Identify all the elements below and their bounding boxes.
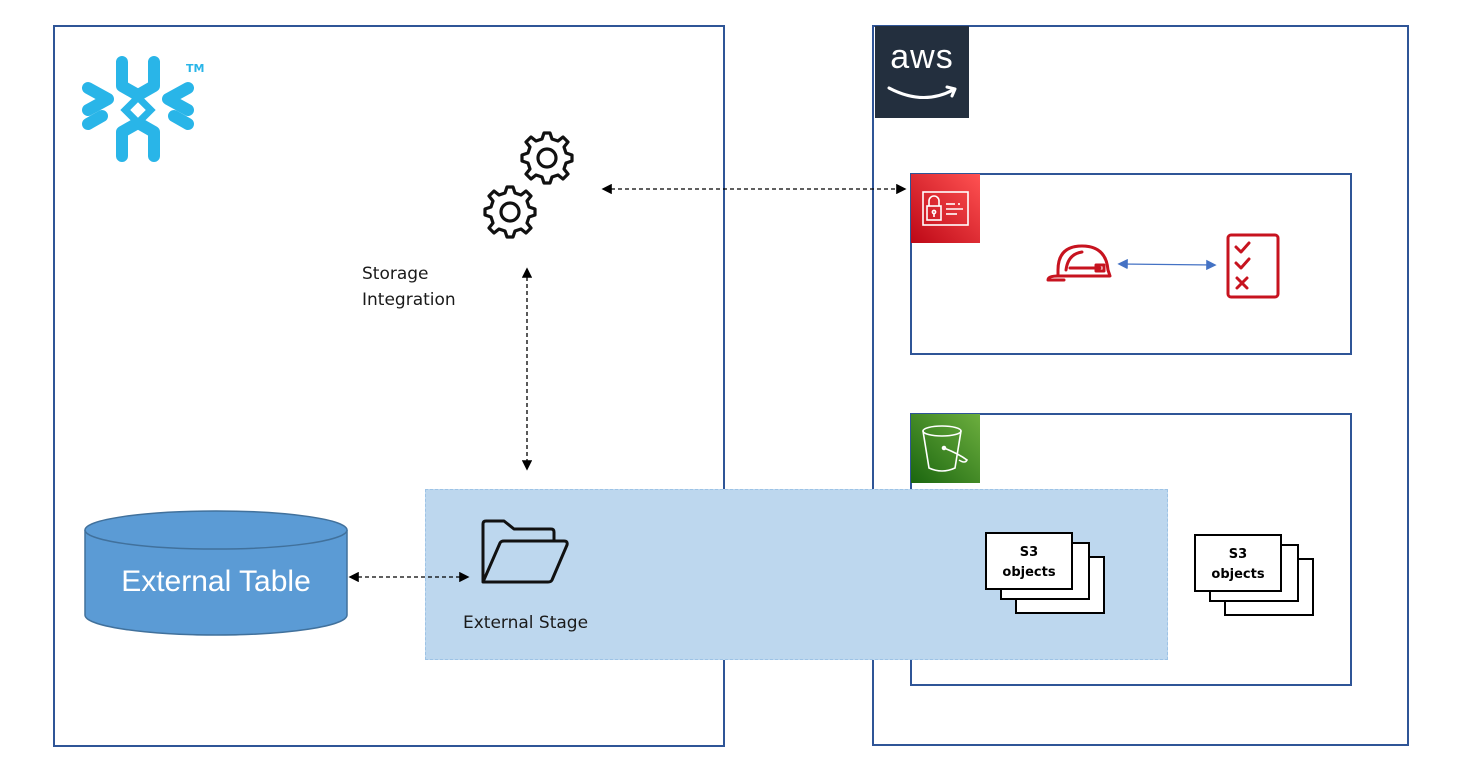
s3-bucket-icon <box>911 414 980 483</box>
storage-integration-label-line2: Integration <box>362 290 456 310</box>
external-table-cylinder[interactable]: External Table <box>83 510 349 638</box>
external-stage-label: External Stage <box>463 613 589 633</box>
external-table-label: External Table <box>121 565 311 598</box>
s3-objects-label-line2: objects <box>1211 567 1264 582</box>
gears-icon <box>475 128 585 250</box>
aws-logo: aws <box>875 26 969 118</box>
storage-integration-label: Storage Integration <box>362 261 456 313</box>
snowflake-panel <box>53 25 725 747</box>
aws-logo-text: aws <box>890 38 954 76</box>
s3-objects-label-line1: S3 <box>1020 545 1038 560</box>
storage-integration-label-line1: Storage <box>362 264 429 284</box>
s3-objects-stack[interactable]: S3 objects <box>1193 533 1317 617</box>
folder-open-icon <box>478 518 572 586</box>
aws-panel <box>872 25 1409 746</box>
s3-objects-label-line1: S3 <box>1229 547 1247 562</box>
policy-checklist-icon <box>1226 233 1280 299</box>
s3-objects-label-line2: objects <box>1002 565 1055 580</box>
hard-hat-role-icon <box>1044 240 1116 284</box>
trademark-mark: TM <box>186 62 205 75</box>
iam-id-card-lock-icon <box>911 174 980 243</box>
snowflake-logo <box>78 52 198 167</box>
iam-box <box>910 173 1352 355</box>
s3-objects-stack[interactable]: S3 objects <box>984 531 1108 615</box>
aws-smile-icon <box>887 85 957 100</box>
